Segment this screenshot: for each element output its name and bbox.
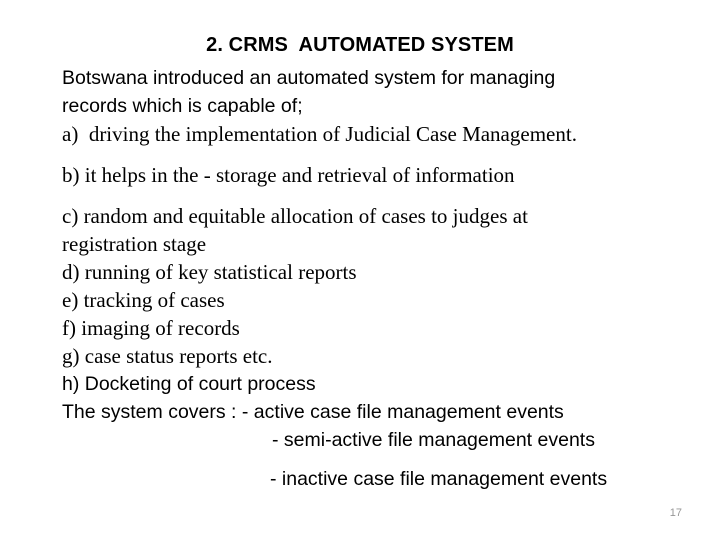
list-item-e: e) tracking of cases — [62, 288, 225, 312]
list-item-c-continued: registration stage — [62, 232, 207, 256]
list-item-d: d) running of key statistical reports — [62, 260, 357, 284]
covers-item-active: - active case file management events — [241, 401, 564, 423]
list-item-f: f) imaging of records — [62, 316, 240, 340]
covers-item-inactive: - inactive case file management events — [270, 468, 608, 490]
list-item-b: b) it helps in the - storage and retriev… — [62, 163, 515, 187]
page-number: 17 — [669, 507, 682, 519]
list-item-a: a) driving the implementation of Judicia… — [62, 122, 577, 146]
body-line-intro-2: records which is capable of; — [62, 95, 303, 117]
list-item-c: c) random and equitable allocation of ca… — [62, 204, 528, 228]
page-title: 2. CRMS AUTOMATED SYSTEM — [206, 34, 514, 56]
body-line-intro-1: Botswana introduced an automated system … — [62, 67, 556, 89]
covers-label: The system covers : — [62, 401, 242, 423]
covers-item-semi-active: - semi-active file management events — [272, 429, 595, 451]
list-item-g: g) case status reports etc. — [62, 344, 273, 368]
list-item-h: h) Docketing of court process — [62, 373, 316, 395]
covers-row: The system covers : - active case file m… — [62, 398, 702, 426]
slide-body: Botswana introduced an automated system … — [62, 64, 702, 493]
